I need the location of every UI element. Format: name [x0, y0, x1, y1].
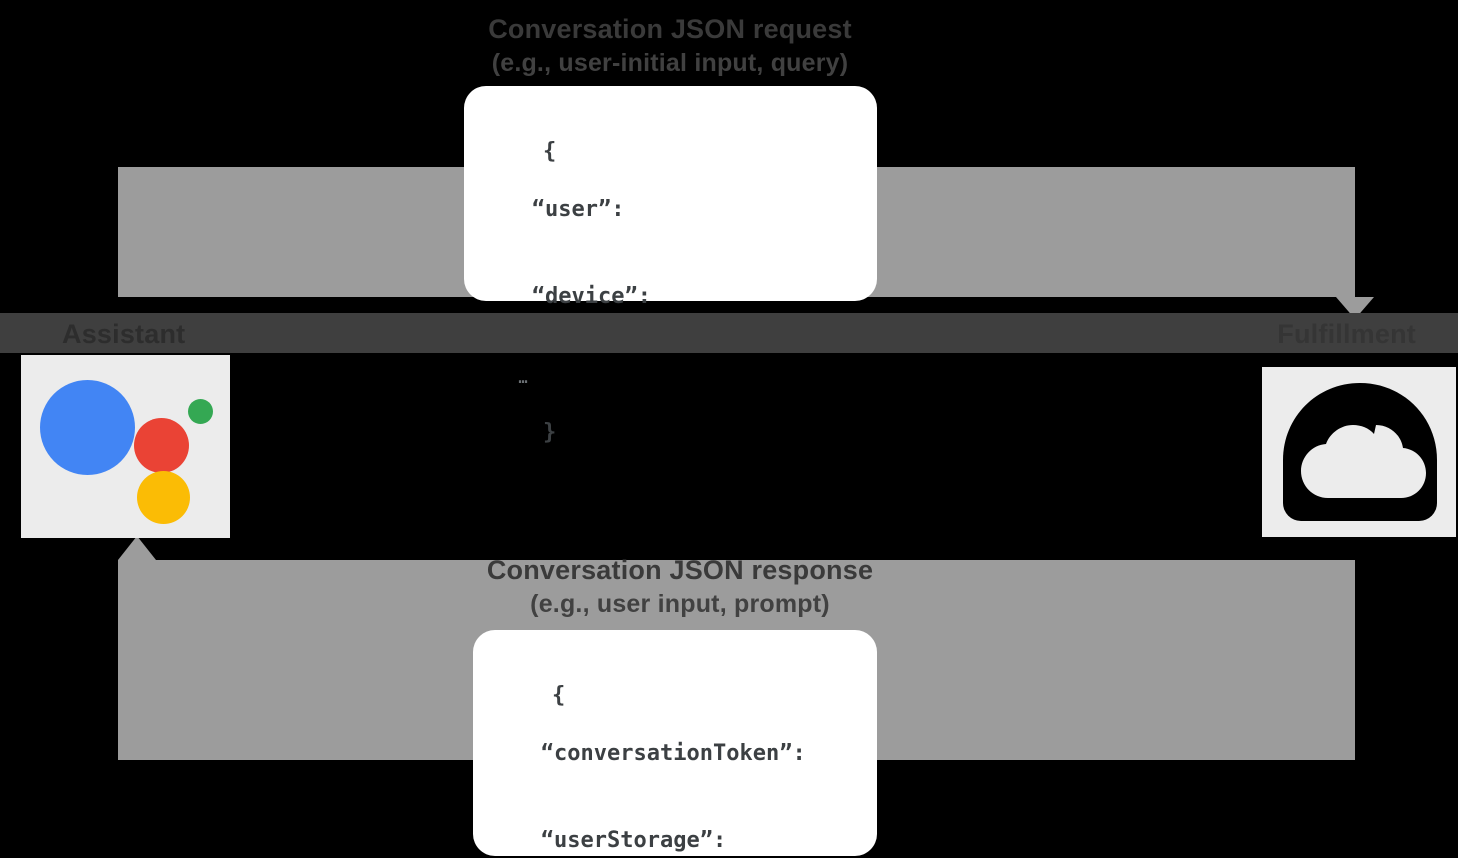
- request-json-field-user: “user”:: [531, 197, 625, 223]
- request-caption-line-2: (e.g., user-initial input, query): [491, 49, 849, 77]
- response-json-field-user-storage: “userStorage”:: [540, 828, 727, 854]
- assistant-endpoint-tile: [21, 355, 230, 538]
- response-json-bubble: { “conversationToken”: “userStorage”: … …: [473, 630, 877, 856]
- request-json-ellipsis: …: [518, 369, 528, 388]
- fulfillment-label: Fulfillment: [1277, 319, 1416, 349]
- request-json-field-device: “device”:: [531, 284, 652, 310]
- request-caption-line-1: Conversation JSON request: [488, 14, 852, 44]
- response-arrow-head-icon: [118, 536, 156, 560]
- assistant-red-dot-icon: [134, 418, 189, 473]
- request-json-bubble: { “user”: “device”: … }: [464, 86, 877, 445]
- assistant-blue-dot-icon: [40, 380, 135, 475]
- google-cloud-icon: [1283, 383, 1437, 521]
- request-caption: Conversation JSON request (e.g., user-in…: [0, 14, 1340, 78]
- response-json-open-brace: {: [551, 683, 566, 709]
- request-json-open-brace: {: [542, 139, 557, 165]
- response-json-field-conversation-token: “conversationToken”:: [540, 741, 806, 767]
- request-json-close-brace: }: [542, 420, 557, 446]
- fulfillment-endpoint-tile: [1262, 367, 1456, 537]
- middle-rail: [0, 313, 1458, 353]
- assistant-label: Assistant: [62, 319, 186, 349]
- assistant-green-dot-icon: [188, 399, 213, 424]
- response-caption-line-2: (e.g., user input, prompt): [530, 590, 830, 618]
- response-caption-line-1: Conversation JSON response: [486, 555, 874, 585]
- response-caption: Conversation JSON response (e.g., user i…: [0, 555, 1360, 619]
- assistant-yellow-dot-icon: [137, 471, 190, 524]
